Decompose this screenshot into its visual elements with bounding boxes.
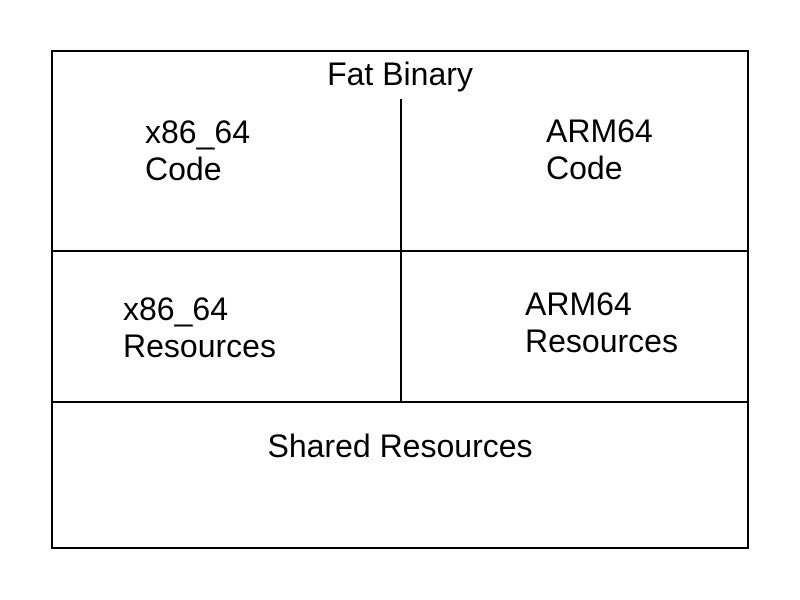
cell-shared-resources: Shared Resources — [267, 428, 533, 464]
cell-arm64-resources-line2: Resources — [525, 323, 678, 359]
cell-x86-64-resources-line2: Resources — [123, 328, 276, 364]
resources-shared-divider — [51, 401, 749, 403]
cell-arm64-code: ARM64 Code — [546, 113, 653, 187]
cell-x86-64-resources: x86_64 Resources — [123, 291, 276, 365]
cell-arm64-resources-line1: ARM64 — [525, 286, 632, 322]
code-resources-divider — [51, 250, 749, 252]
cell-arm64-code-line2: Code — [546, 150, 623, 186]
fat-binary-outline — [51, 50, 749, 549]
cell-arm64-resources: ARM64 Resources — [525, 286, 678, 360]
cell-arm64-code-line1: ARM64 — [546, 113, 653, 149]
diagram-title: Fat Binary — [327, 56, 473, 92]
cell-x86-64-code: x86_64 Code — [145, 114, 250, 188]
cell-x86-64-code-line2: Code — [145, 151, 222, 187]
cell-x86-64-code-line1: x86_64 — [145, 114, 250, 150]
cell-x86-64-resources-line1: x86_64 — [123, 291, 228, 327]
